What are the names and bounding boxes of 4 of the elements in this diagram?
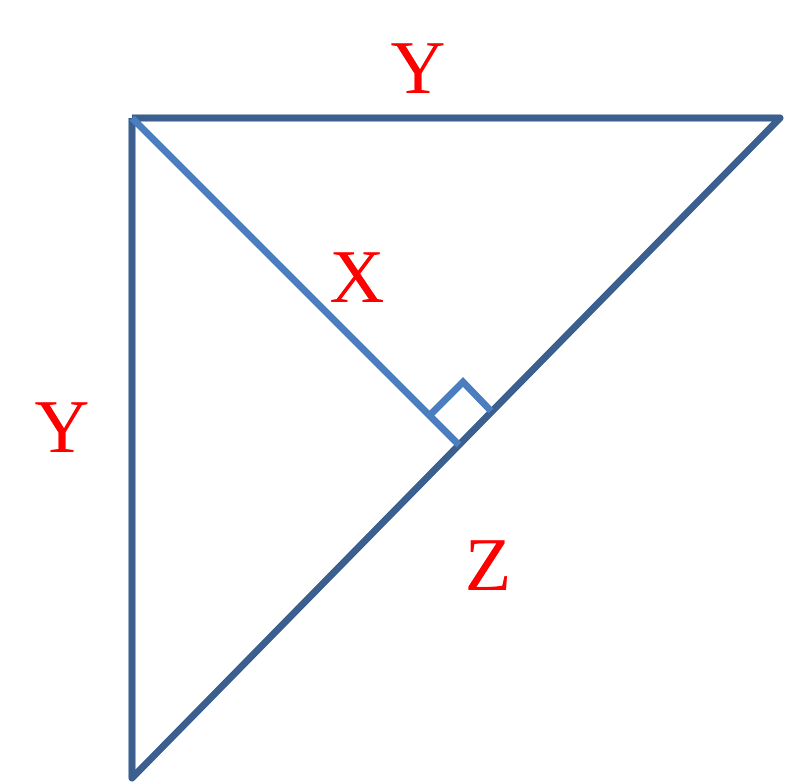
side-label: Y [390,30,446,106]
side-label: Z [464,527,512,603]
side-label: X [330,239,384,315]
side-label: Y [34,389,90,465]
